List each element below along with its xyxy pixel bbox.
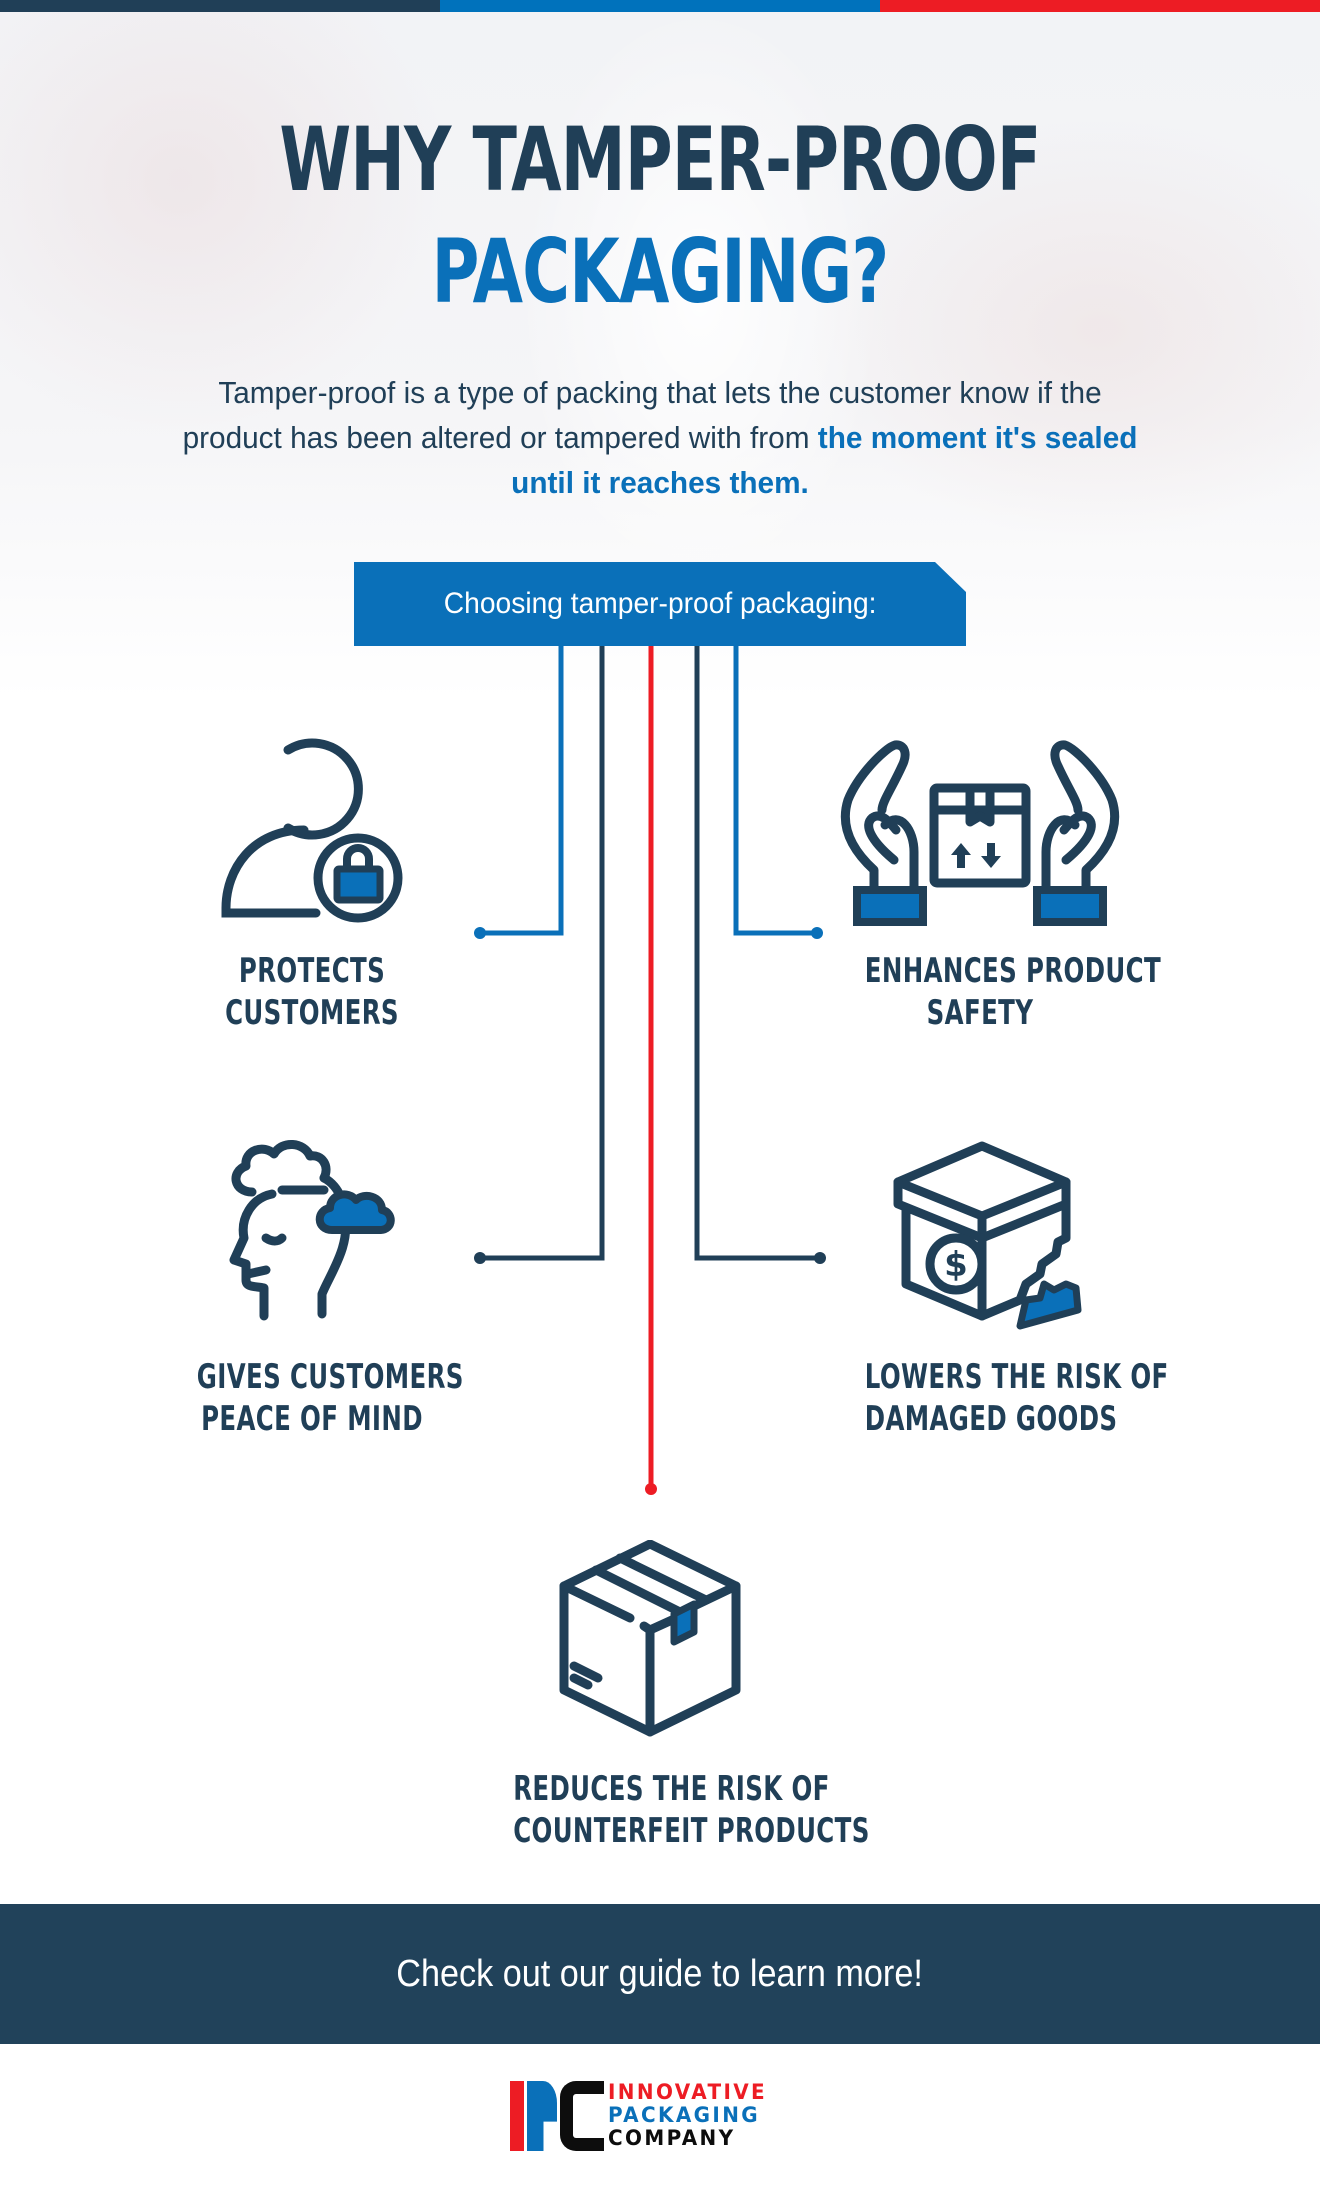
top-color-bar xyxy=(0,0,1320,12)
connector-peace-of-mind xyxy=(474,646,605,1264)
label-line-2: PEACE OF MIND xyxy=(201,1399,423,1439)
head-with-clouds-icon xyxy=(229,1140,395,1321)
label-line-1: GIVES CUSTOMERS xyxy=(196,1357,464,1397)
feature-label-damaged-goods: LOWERS THE RISK OF DAMAGED GOODS xyxy=(864,1356,1169,1440)
logo-wordmark: INNOVATIVE PACKAGING COMPANY xyxy=(608,2079,775,2150)
feature-label-product-safety: ENHANCES PRODUCT SAFETY xyxy=(864,950,1162,1034)
feature-damaged-goods: $ LOWERS THE RISK OF DAMAGED GOODS xyxy=(820,1134,1169,1440)
logo-letter-i xyxy=(510,2081,524,2151)
banner-label: Choosing tamper-proof packaging: xyxy=(443,587,877,620)
cardboard-box-icon xyxy=(559,1540,741,1737)
intro-paragraph: Tamper-proof is a type of packing that l… xyxy=(170,370,1149,505)
logo-line-innovative: INNOVATIVE xyxy=(608,2079,768,2104)
svg-text:$: $ xyxy=(944,1245,968,1285)
feature-label-counterfeit: REDUCES THE RISK OF COUNTERFEIT PRODUCTS xyxy=(513,1768,870,1852)
top-bar-red-segment xyxy=(880,0,1320,12)
label-line-1: ENHANCES PRODUCT xyxy=(864,951,1162,991)
label-line-2: CUSTOMERS xyxy=(225,993,399,1033)
feature-counterfeit-products: REDUCES THE RISK OF COUNTERFEIT PRODUCTS xyxy=(460,1540,870,1852)
page-title-line-2: PACKAGING? xyxy=(431,220,890,323)
feature-peace-of-mind: GIVES CUSTOMERS PEACE OF MIND xyxy=(152,1134,472,1440)
ipc-logo-mark-icon xyxy=(510,2079,604,2151)
learn-more-link[interactable]: Check out our guide to learn more! xyxy=(396,1952,924,1995)
company-logo[interactable]: INNOVATIVE PACKAGING COMPANY xyxy=(510,2078,775,2152)
feature-label-peace-of-mind: GIVES CUSTOMERS PEACE OF MIND xyxy=(196,1356,464,1440)
section-banner: Choosing tamper-proof packaging: xyxy=(354,562,966,646)
top-bar-navy-segment xyxy=(0,0,440,12)
label-line-2: COUNTERFEIT PRODUCTS xyxy=(513,1811,870,1851)
page-title-line-1: WHY TAMPER-PROOF xyxy=(279,108,1041,211)
logo-letter-p xyxy=(527,2081,557,2151)
top-bar-blue-segment xyxy=(440,0,880,12)
connector-damaged-goods xyxy=(694,646,826,1264)
intro-text: Tamper-proof is a type of packing that l… xyxy=(182,375,1102,455)
feature-label-protects-customers: PROTECTS CUSTOMERS xyxy=(211,950,413,1034)
label-line-1: REDUCES THE RISK OF xyxy=(513,1769,830,1809)
label-line-1: PROTECTS xyxy=(238,951,386,991)
logo-letter-c xyxy=(560,2081,604,2151)
label-line-2: SAFETY xyxy=(926,993,1034,1033)
connector-counterfeit xyxy=(645,646,657,1495)
footer-cta-bar: Check out our guide to learn more! xyxy=(0,1904,1320,2044)
user-lock-icon xyxy=(221,738,403,923)
feature-protects-customers: PROTECTS CUSTOMERS xyxy=(172,730,452,1034)
feature-enhances-product-safety: ENHANCES PRODUCT SAFETY xyxy=(820,730,1162,1034)
label-line-2: DAMAGED GOODS xyxy=(864,1399,1118,1439)
intro-highlight-text: the moment it's sealed until it reaches … xyxy=(511,420,1138,500)
label-line-1: LOWERS THE RISK OF xyxy=(864,1357,1169,1397)
broken-box-dollar-icon: $ xyxy=(893,1141,1082,1330)
hands-protecting-box-icon xyxy=(840,740,1120,926)
logo-line-packaging: PACKAGING xyxy=(608,2102,761,2127)
logo-line-company: COMPANY xyxy=(608,2125,736,2150)
